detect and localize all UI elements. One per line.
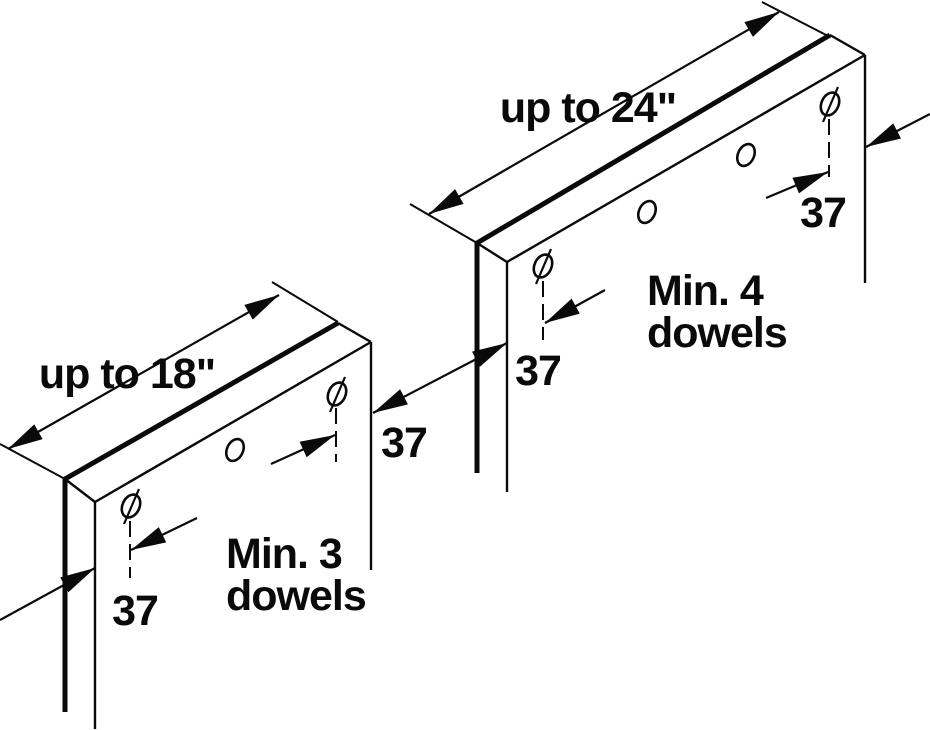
panel-right-end-top-edge xyxy=(476,241,508,264)
panel-left-offset-dimensions: 37 37 xyxy=(0,419,428,635)
arrowhead xyxy=(299,435,335,458)
dowel-hole-icon xyxy=(326,376,348,413)
dowel-hole-icon xyxy=(636,199,658,225)
arrowhead xyxy=(131,527,167,550)
panel-right-outline xyxy=(474,32,867,492)
panel-left-outline xyxy=(62,320,373,729)
panel-right-width-label: up to 24" xyxy=(500,84,676,132)
panel-right-width-dimension: up to 24" xyxy=(409,1,831,244)
panel-left-top-back-edge xyxy=(63,320,340,482)
edge-offset-label: 37 xyxy=(112,587,158,635)
arrowhead xyxy=(244,295,279,320)
panel-left-width-dimension: up to 18" xyxy=(0,281,339,480)
panel-right-dowel-note: Min. 4 dowels xyxy=(647,267,788,357)
witness-line xyxy=(409,203,478,244)
arrowhead xyxy=(429,189,464,214)
panel-right-offset-dimensions: 37 37 xyxy=(515,113,930,395)
witness-line xyxy=(271,281,339,323)
arrowhead xyxy=(744,12,779,37)
panel-right-top-front-edge xyxy=(506,53,866,264)
panel-right-top-right-edge xyxy=(829,33,866,57)
arrowhead xyxy=(866,123,902,147)
panel-left-end-top-edge xyxy=(64,478,96,503)
panel-left: up to 18" 37 37 Min. 3 dowels xyxy=(0,281,428,729)
min-dowels-label-line2: dowels xyxy=(226,572,366,620)
min-dowels-label-line2: dowels xyxy=(647,309,787,357)
min-dowels-label-line1: Min. 3 xyxy=(226,530,342,578)
arrowhead xyxy=(792,172,828,194)
arrowhead xyxy=(8,424,43,449)
edge-offset-label: 37 xyxy=(381,419,427,467)
arrowhead xyxy=(373,389,408,413)
dowel-hole-icon xyxy=(120,488,142,525)
witness-line xyxy=(0,443,66,480)
panel-right: up to 24" 37 37 Min. 4 dowels xyxy=(409,1,930,492)
panel-left-width-label: up to 18" xyxy=(39,350,215,398)
dowel-hole-icon xyxy=(224,437,246,463)
dowel-hole-icon xyxy=(735,142,757,168)
panel-right-holes xyxy=(532,86,841,340)
dimension-line xyxy=(428,11,780,215)
panel-right-top-back-edge xyxy=(475,32,832,246)
min-dowels-label-line1: Min. 4 xyxy=(647,267,764,315)
panel-left-top-front-edge xyxy=(94,340,372,504)
panel-left-holes xyxy=(120,376,348,578)
dowel-hole-icon xyxy=(819,86,841,123)
arrowhead xyxy=(545,298,580,323)
witness-line xyxy=(761,1,831,38)
panel-left-dowel-note: Min. 3 dowels xyxy=(226,530,367,620)
dowel-hole-icon xyxy=(532,248,554,285)
panel-left-top-right-edge xyxy=(337,321,372,344)
arrowhead xyxy=(472,343,507,367)
edge-offset-label: 37 xyxy=(800,189,846,237)
dimension-line xyxy=(7,294,280,450)
edge-offset-label: 37 xyxy=(515,347,561,395)
arrowhead xyxy=(60,568,95,593)
